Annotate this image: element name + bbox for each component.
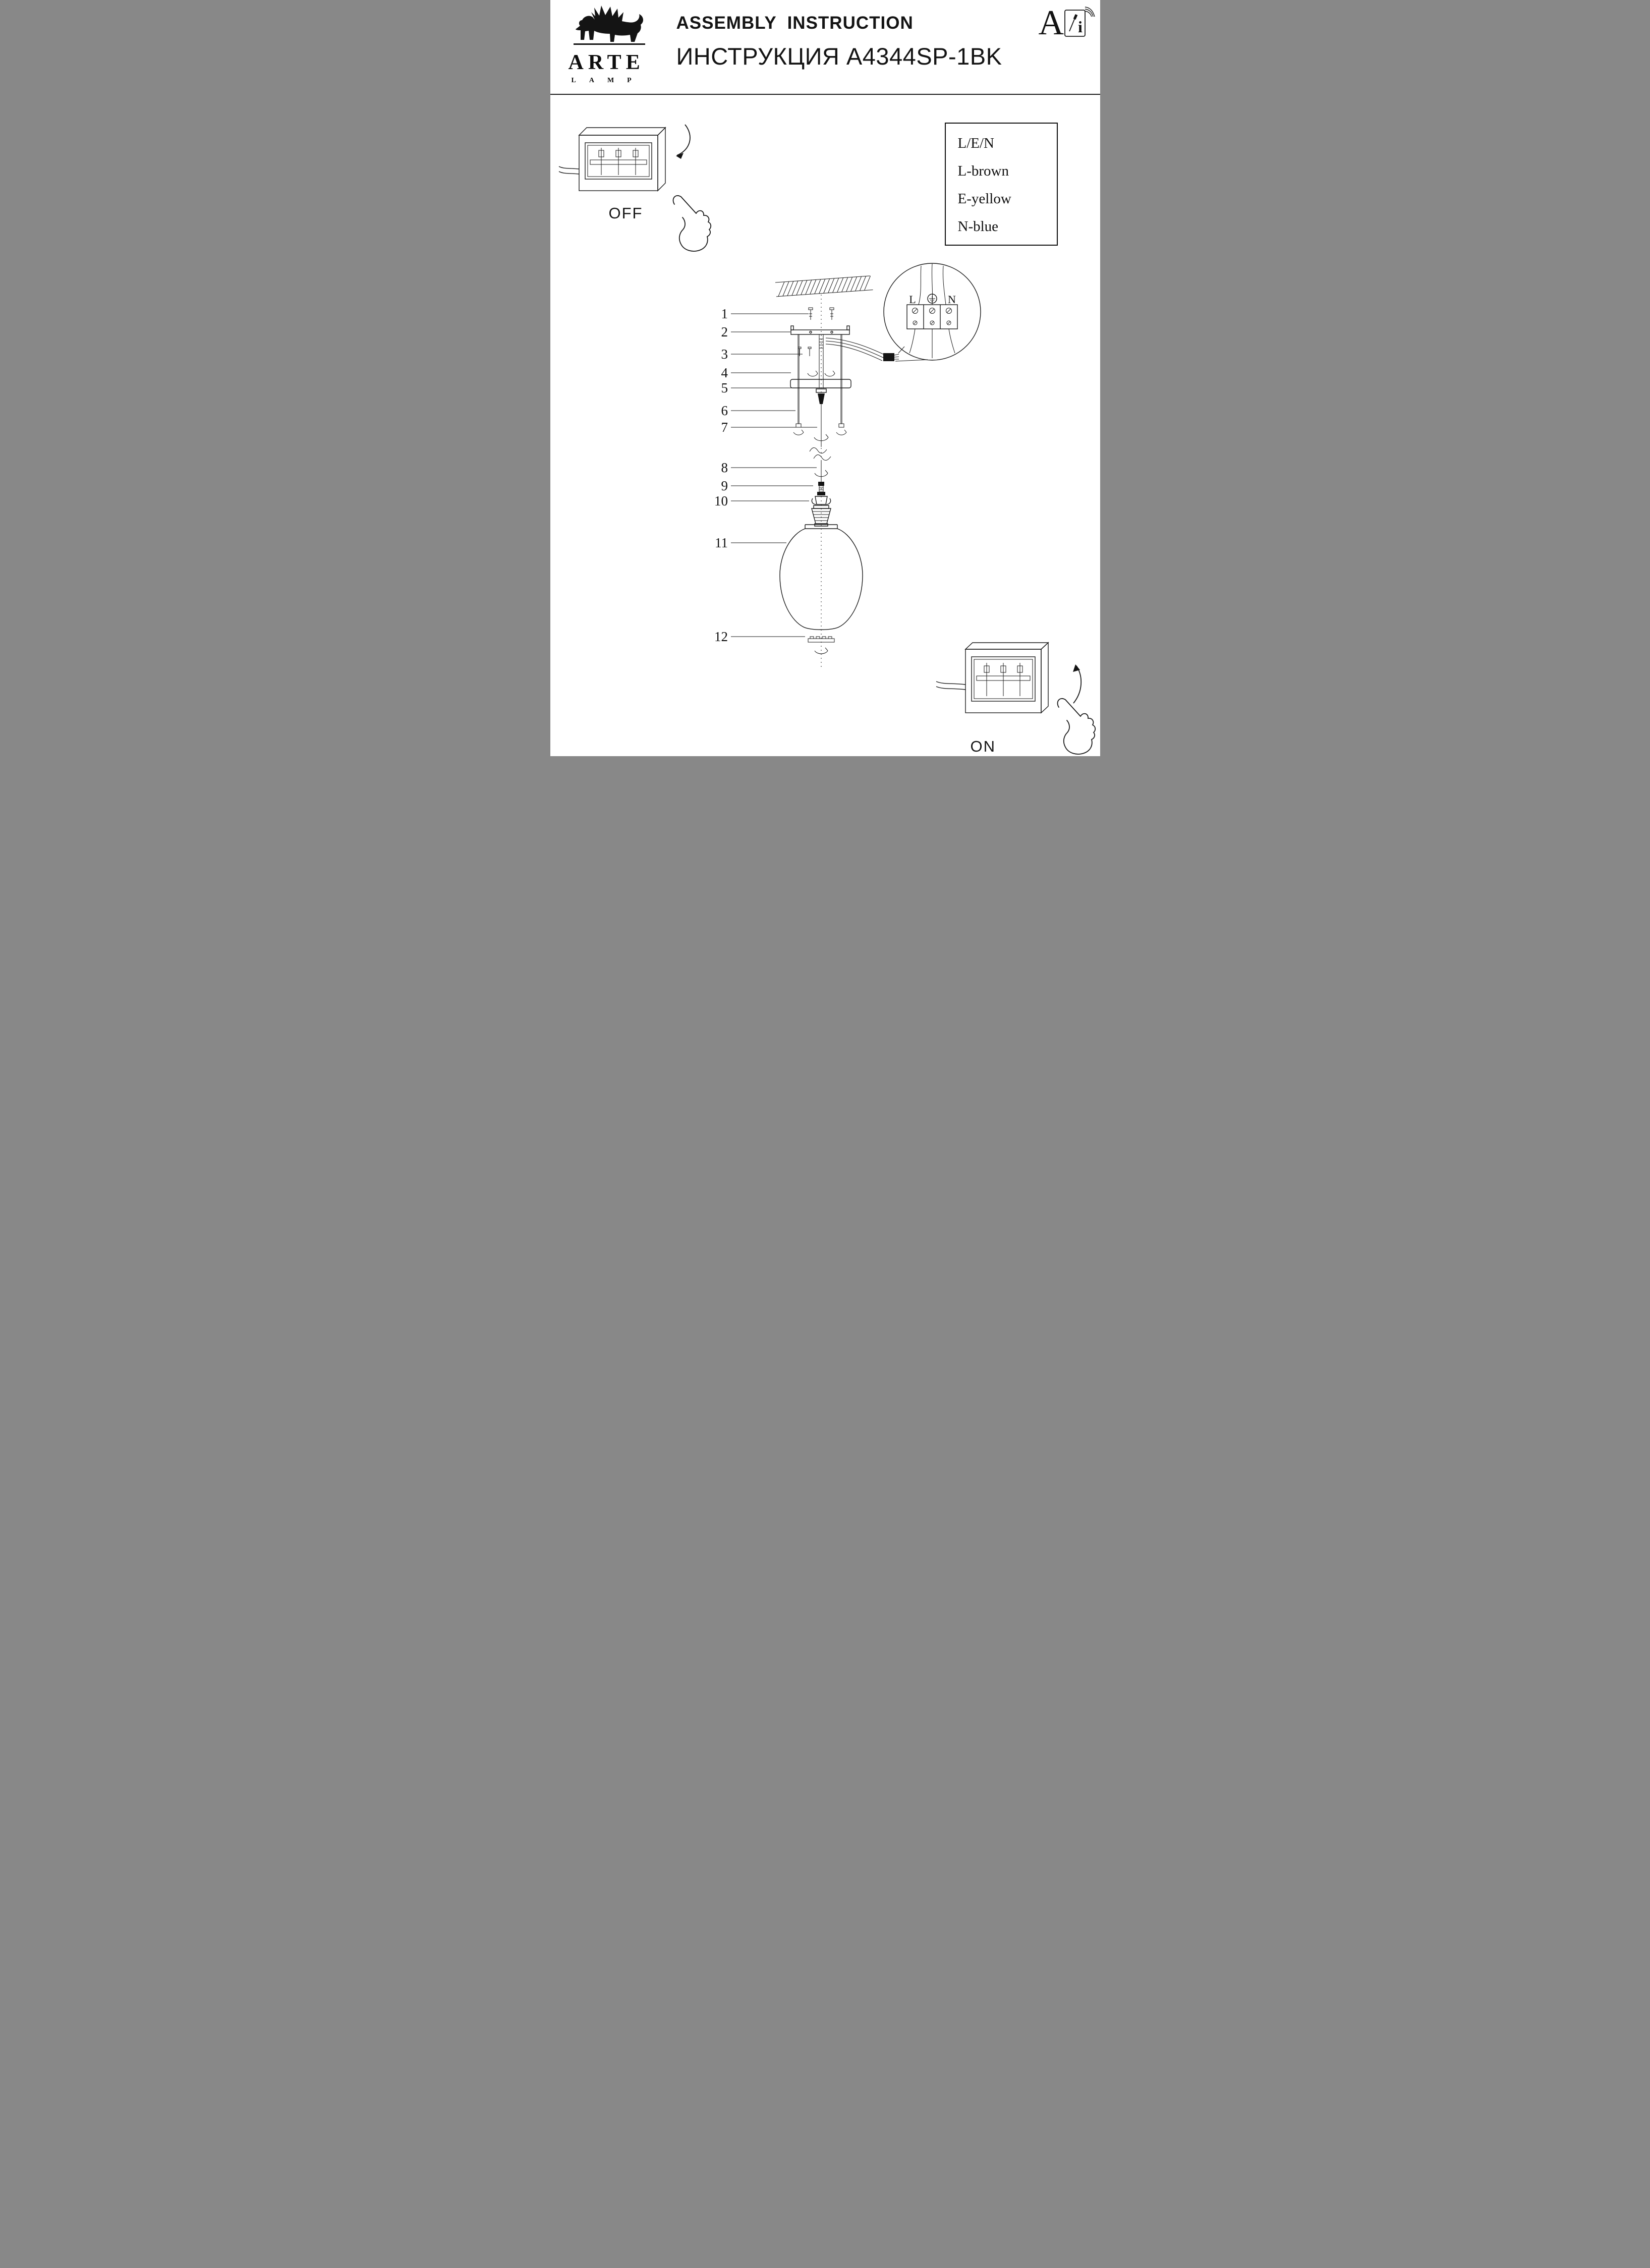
leader-lines xyxy=(730,313,817,637)
lampholder-cap xyxy=(811,496,831,505)
hand-icon xyxy=(672,195,711,252)
supply-wires xyxy=(825,337,899,361)
breaker-switches-icon xyxy=(984,663,1022,696)
part-number-labels: 1 2 3 4 5 6 7 8 9 10 11 12 xyxy=(714,306,728,644)
terminal-block xyxy=(906,304,958,329)
booklet-pages-icon xyxy=(1085,7,1095,17)
screwdriver-icon xyxy=(1068,14,1077,32)
supply-cable xyxy=(936,681,965,685)
bracket-screws xyxy=(798,347,835,377)
terminal-wires xyxy=(918,263,946,305)
part-number-6: 6 xyxy=(721,403,728,418)
part-number-9: 9 xyxy=(721,478,728,493)
hand-icon xyxy=(1057,698,1096,755)
bottom-cap xyxy=(808,636,834,654)
brand-name: ARTE xyxy=(568,51,645,74)
threaded-socket xyxy=(811,505,831,527)
part-number-3: 3 xyxy=(721,347,728,362)
part-number-1: 1 xyxy=(721,306,728,321)
terminal-label-neutral: N xyxy=(948,293,956,306)
power-off-figure xyxy=(558,124,711,252)
switch-box-drawing xyxy=(936,642,1049,714)
suspension-cord xyxy=(809,404,831,482)
header-divider xyxy=(550,94,1100,95)
canopy-plate xyxy=(789,379,851,388)
cord-connector xyxy=(817,482,825,495)
part-number-10: 10 xyxy=(714,493,728,508)
page-title-ru: ИНСТРУКЦИЯ A4344SP-1BK xyxy=(676,43,1002,70)
glass-shade xyxy=(779,524,863,630)
part-number-5: 5 xyxy=(721,380,728,395)
part-number-11: 11 xyxy=(715,535,728,550)
instruction-sheet: ARTE LAMP ASSEMBLY INSTRUCTION ИНСТРУКЦИ… xyxy=(550,0,1100,756)
turn-off-arrow-icon xyxy=(675,124,691,159)
ceiling-screws xyxy=(808,307,834,320)
cord-grip xyxy=(815,388,827,404)
on-label: ON xyxy=(970,738,996,755)
wiring-legend: L/E/N L-brown E-yellow N-blue xyxy=(944,123,1058,246)
rod-nuts xyxy=(793,423,846,441)
part-number-4: 4 xyxy=(721,365,728,380)
mounting-bracket xyxy=(790,325,850,424)
earth-symbol-icon xyxy=(927,294,937,304)
terminal-wires-out xyxy=(909,328,955,358)
part-number-8: 8 xyxy=(721,460,728,475)
info-letter: i xyxy=(1078,18,1083,36)
legend-line-live: L-brown xyxy=(957,163,1009,179)
legend-line-earth: E-yellow xyxy=(957,191,1011,207)
legend-line-len: L/E/N xyxy=(957,135,995,151)
part-number-12: 12 xyxy=(714,629,728,644)
terminal-detail-magnifier: L N xyxy=(883,263,981,362)
manual-booklet-icon: i xyxy=(1064,7,1095,37)
winged-lion-icon xyxy=(573,6,645,45)
switch-box-drawing xyxy=(558,127,666,192)
booklet-cover-icon xyxy=(1064,10,1086,37)
terminal-label-live: L xyxy=(909,293,916,306)
supply-cable xyxy=(558,166,579,169)
brand-lion-logo xyxy=(573,6,645,45)
sheet-letter: A xyxy=(1038,4,1064,42)
ceiling-hatch xyxy=(775,275,873,297)
power-on-figure xyxy=(936,642,1096,755)
page-title-en: ASSEMBLY INSTRUCTION xyxy=(676,13,914,33)
off-label: OFF xyxy=(608,204,643,222)
breaker-switches-icon xyxy=(598,148,638,175)
part-number-2: 2 xyxy=(721,324,728,339)
legend-line-neutral: N-blue xyxy=(957,218,999,235)
turn-on-arrow-icon xyxy=(1072,664,1082,704)
part-number-7: 7 xyxy=(721,420,728,435)
brand-subname: LAMP xyxy=(571,77,645,84)
exploded-assembly-diagram: 1 2 3 4 5 6 7 8 9 10 11 12 xyxy=(714,263,981,667)
